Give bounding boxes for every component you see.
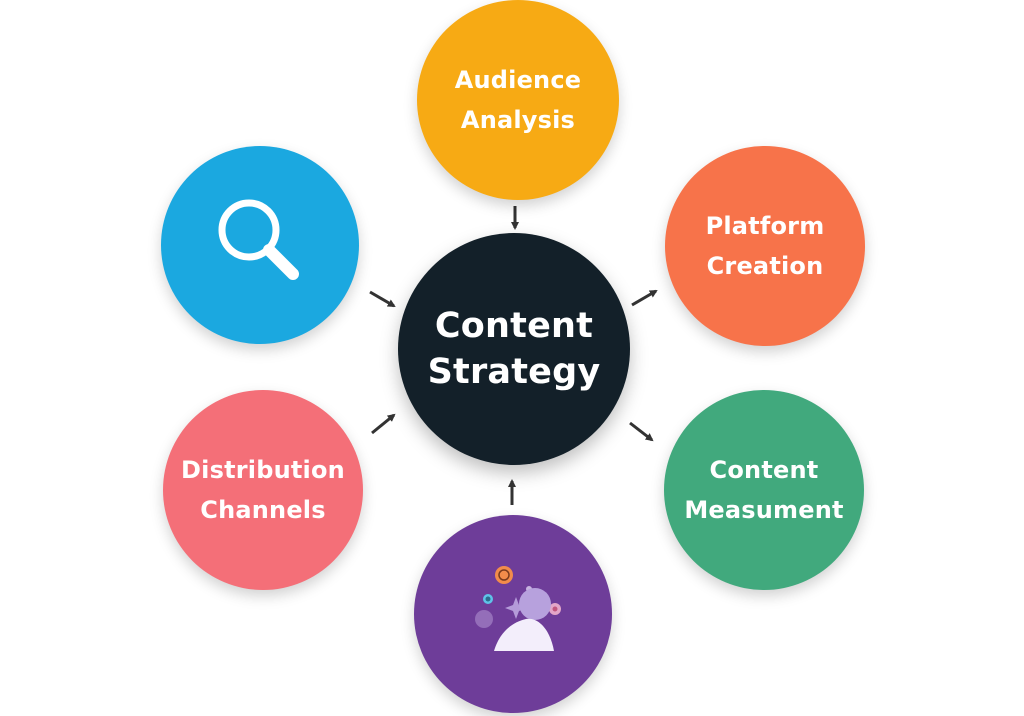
content-measurement-label: Content Measument [684, 456, 844, 524]
arrow-research-to-center [369, 290, 396, 308]
search-icon [205, 190, 315, 300]
arrow-center-to-platform [631, 289, 658, 307]
distribution-channels-node: Distribution Channels [163, 390, 363, 590]
content-strategy-label: Content Strategy [427, 306, 601, 392]
distribution-channels-label: Distribution Channels [181, 456, 345, 524]
content-strategy-center-node: Content Strategy [398, 233, 630, 465]
community-engagement-icon [458, 559, 568, 669]
audience-analysis-label: Audience Analysis [454, 66, 582, 134]
research-node [161, 146, 359, 344]
arrow-center-to-measurement [629, 421, 654, 442]
platform-creation-node: Platform Creation [665, 146, 865, 346]
arrow-distribution-to-center [371, 413, 396, 435]
content-measurement-node: Content Measument [664, 390, 864, 590]
platform-creation-label: Platform Creation [705, 212, 825, 280]
audience-analysis-node: Audience Analysis [417, 0, 619, 200]
engagement-node [414, 515, 612, 713]
